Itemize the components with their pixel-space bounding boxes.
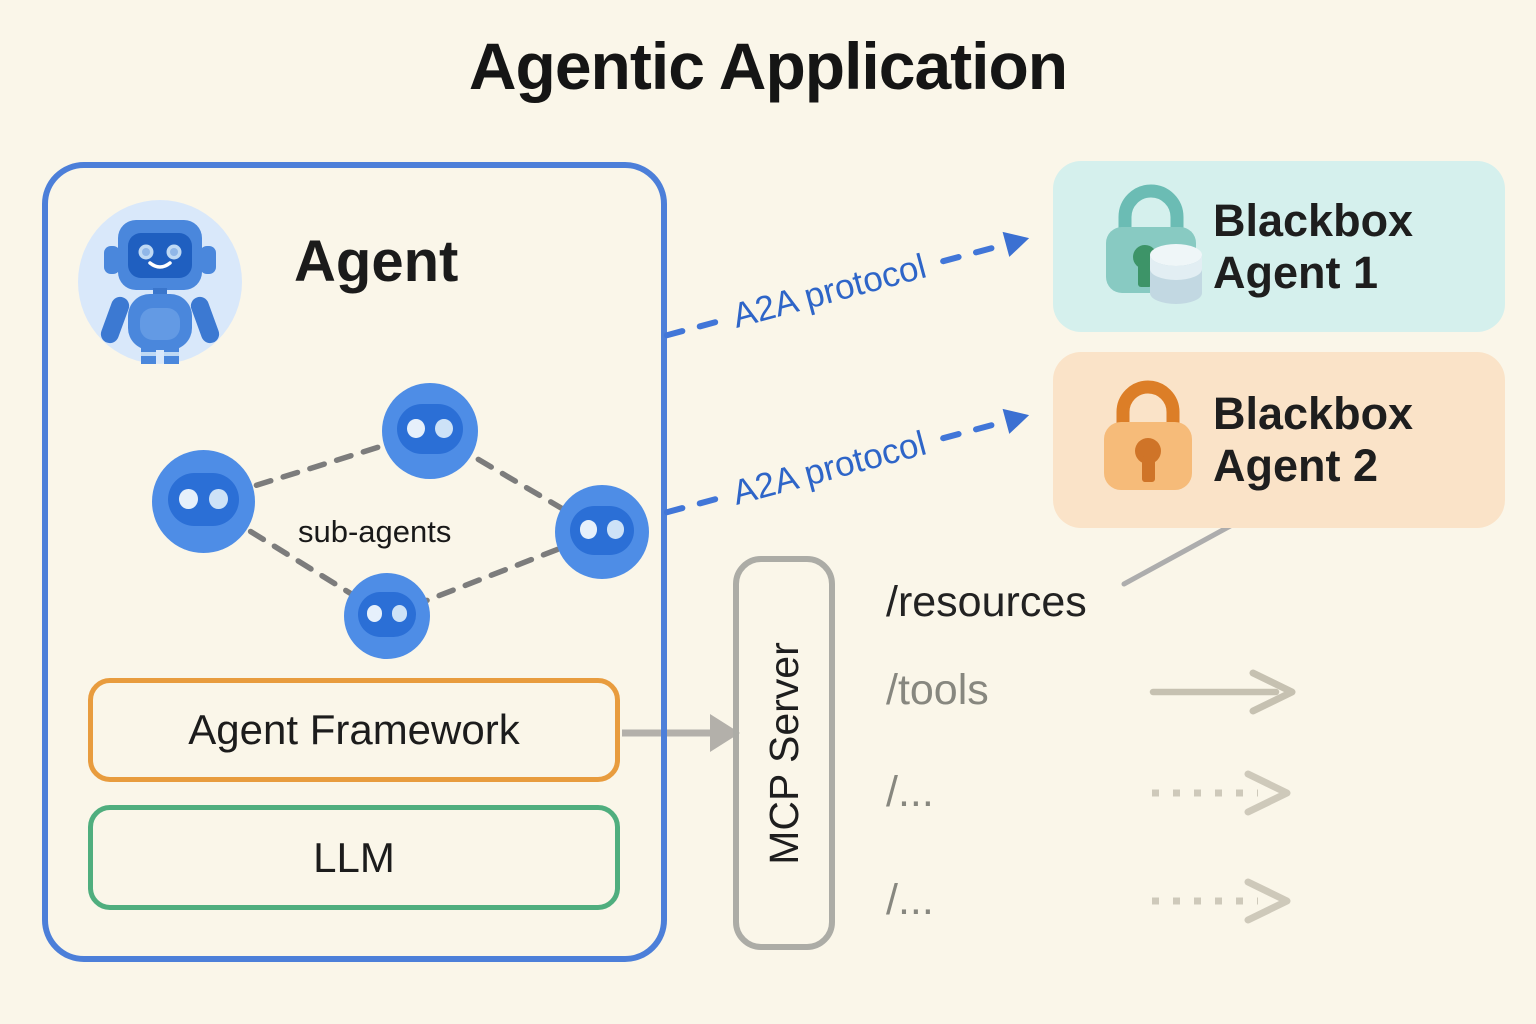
dotted-arrow-1 xyxy=(1152,770,1291,816)
teal-lock-with-database-icon xyxy=(1106,184,1202,304)
agent-card xyxy=(42,162,667,962)
agent-framework-label: Agent Framework xyxy=(188,706,520,753)
a2a-dash xyxy=(696,318,719,331)
mcp-server-box: MCP Server xyxy=(733,556,835,950)
sub-agent-icon-top xyxy=(382,383,478,479)
blackbox-agent-1-label: Blackbox Agent 1 xyxy=(1213,194,1414,298)
a2a-dash xyxy=(972,244,996,256)
sub-agent-icon-bottom xyxy=(344,573,430,659)
llm-label: LLM xyxy=(313,833,395,881)
orange-lock-icon xyxy=(1104,380,1192,490)
mcp-server-label: MCP Server xyxy=(760,641,807,865)
a2a-dash xyxy=(663,504,687,516)
a2a-dash xyxy=(939,430,963,442)
blackbox-agent-2-card: Blackbox Agent 2 xyxy=(1053,352,1505,528)
page-title: Agentic Application xyxy=(468,29,1068,103)
framework-to-mcp-arrow xyxy=(622,714,740,752)
database-icon xyxy=(1150,244,1202,304)
dotted-arrow-2 xyxy=(1152,878,1291,924)
sub-agents-label: sub-agents xyxy=(298,514,452,549)
llm-box: LLM xyxy=(88,805,620,910)
agent-avatar-icon xyxy=(78,200,242,364)
a2a-dash xyxy=(972,421,996,433)
a2a-dash xyxy=(663,327,687,339)
a2a-dash xyxy=(939,253,963,265)
agent-label: Agent xyxy=(294,229,459,294)
blackbox-agent-1-card: Blackbox Agent 1 xyxy=(1053,161,1505,332)
endpoint-tools: /tools xyxy=(886,666,989,714)
endpoint-misc-2: /... xyxy=(886,876,934,924)
endpoint-resources: /resources xyxy=(886,578,1087,626)
blackbox-agent-2-label: Blackbox Agent 2 xyxy=(1213,388,1414,491)
endpoint-misc-1: /... xyxy=(886,768,934,816)
sub-agent-icon-left xyxy=(152,450,255,553)
sub-agent-icon-right xyxy=(555,485,649,579)
tools-arrow xyxy=(1149,669,1296,715)
agent-framework-box: Agent Framework xyxy=(88,678,620,782)
blackbox2-to-resources-line xyxy=(1121,516,1246,587)
a2a-dash xyxy=(696,495,719,508)
